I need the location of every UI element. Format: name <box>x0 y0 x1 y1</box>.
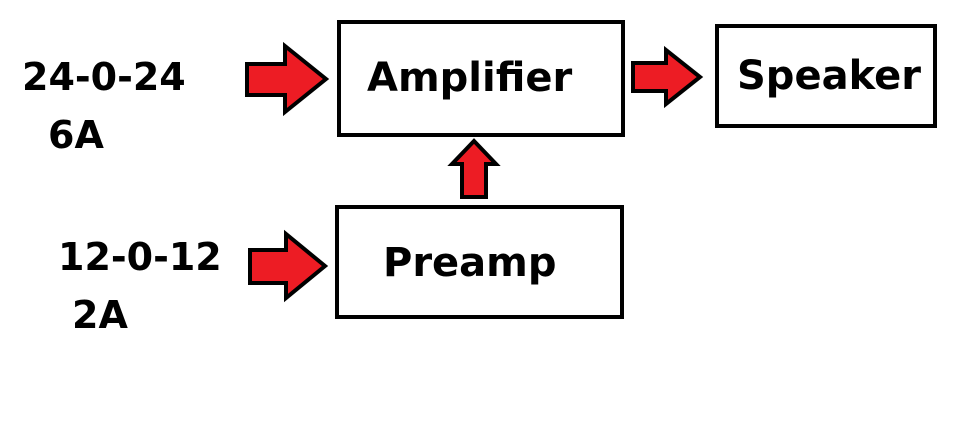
preamp-block: Preamp <box>335 205 624 319</box>
pre-supply-arrow-icon <box>248 229 329 303</box>
preamp-label: Preamp <box>383 240 557 286</box>
main-supply-voltage: 24-0-24 <box>22 55 186 99</box>
amplifier-label: Amplifier <box>367 55 573 101</box>
pre-supply-voltage: 12-0-12 <box>58 235 222 279</box>
main-supply-arrow-icon <box>245 41 330 117</box>
amp-to-speaker-arrow-icon <box>631 45 704 109</box>
speaker-block: Speaker <box>715 24 937 128</box>
preamp-to-amp-arrow-icon <box>447 138 501 199</box>
main-supply-current: 6A <box>48 113 104 157</box>
amplifier-block: Amplifier <box>337 20 625 137</box>
pre-supply-current: 2A <box>72 293 128 337</box>
speaker-label: Speaker <box>737 53 921 99</box>
